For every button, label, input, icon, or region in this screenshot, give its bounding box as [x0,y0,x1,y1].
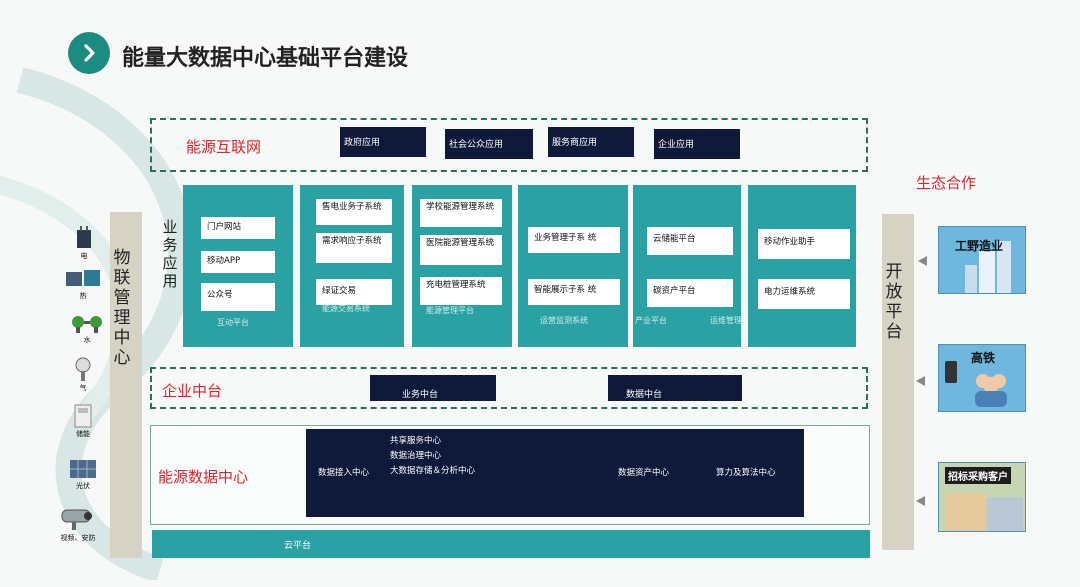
enterprise-middle-box [150,367,868,409]
partner-label: 招标采购客户 [945,467,1011,484]
solar-panel-icon [70,460,96,478]
device-water: 水 [70,314,104,345]
app-item: 智能展示子系 统 [528,279,620,305]
app-item: 碳资产平台 [647,279,733,307]
transformer-icon [77,226,91,248]
app-item: 充电桩管理系统 [420,277,502,305]
arrow-left-icon [916,496,925,506]
internet-app-public: 社会公众应用 [445,129,533,159]
partner-card-industry: 工野造业 [938,226,1026,294]
ecosystem-label: 生态合作 [916,174,977,192]
device-label: 气 [79,384,87,392]
device-label: 电 [80,252,88,260]
app-item: 移动作业助手 [758,229,850,259]
cloud-platform-bar: 云平台 [152,530,870,558]
app-item: 医院能源管理系统 [420,235,502,265]
device-storage: 储能 [74,404,92,439]
water-valve-icon [72,316,102,333]
data-center-panel [306,429,804,517]
data-middle-tag: 数据中台 [608,375,742,401]
app-column-industry: 云储能平台 碳资产平台 产业平台 [633,185,741,347]
chevron-right-icon [68,32,110,74]
energy-data-center-label: 能源数据中心 [158,468,249,486]
device-label: 视频、安防 [60,534,96,542]
app-column-maintenance: 移动作业助手 电力运维系统 运维管理 [710,185,856,347]
device-label: 水 [83,336,91,344]
data-center-item: 数据接入中心 [318,468,370,478]
device-label: 光伏 [76,482,90,490]
energy-internet-box [150,118,868,172]
enterprise-middle-label: 企业中台 [162,382,223,400]
building-icon [965,241,1011,293]
partner-card-railway: 高铁 [938,344,1026,412]
device-electric: 电 [74,226,94,261]
energy-internet-label: 能源互联网 [186,138,262,156]
arrow-left-icon [916,376,925,386]
internet-app-provider: 服务商应用 [548,127,634,157]
security-camera-icon [61,509,92,530]
arrow-left-icon [918,256,927,266]
open-platform-bar [882,214,914,550]
device-gas: 气 [72,356,94,393]
app-item: 云储能平台 [647,227,733,255]
app-column-trading: 售电业务子系统 需求响应子系统 绿证交易 能源交易系统 [300,185,404,347]
data-center-item: 数据治理中心 [390,451,442,461]
iot-management-label: 物联管理中心 [113,248,131,368]
device-heat: 热 [66,268,100,301]
column-footer: 互动平台 [217,318,249,327]
app-item: 业务管理子系 统 [528,227,620,253]
data-center-item: 算力及算法中心 [716,468,776,478]
partner-label: 工野造业 [955,239,1004,253]
people-phone-icon [945,361,1007,407]
data-center-item: 共享服务中心 [390,436,442,446]
business-app-label: 业务应用 [162,218,178,290]
page-title: 能量大数据中心基础平台建设 [122,46,409,71]
column-footer: 运维管理 [710,316,742,325]
column-footer: 能源交易系统 [322,304,370,313]
internet-app-enterprise: 企业应用 [654,129,740,159]
business-middle-tag: 业务中台 [370,375,496,401]
cloud-platform-label: 云平台 [284,541,312,551]
column-footer: 运营监测系统 [540,316,588,325]
app-item: 绿证交易 [316,279,392,305]
gas-meter-icon [75,357,91,381]
app-column-operations: 业务管理子系 统 智能展示子系 统 运营监测系统 [518,185,628,347]
app-item: 售电业务子系统 [316,199,392,225]
app-column-energy-mgmt: 学校能源管理系统 医院能源管理系统 充电桩管理系统 能源管理平台 [412,185,512,347]
device-label: 储能 [76,430,90,438]
app-column-interactive: 门户网站 移动APP 公众号 互动平台 [183,185,293,347]
app-item: 电力运维系统 [758,279,850,309]
app-item: 门户网站 [201,217,275,239]
device-video-security: 视频、安防 [60,506,96,543]
device-solar: 光伏 [70,458,96,491]
column-footer: 能源管理平台 [426,306,474,315]
data-center-item: 大数据存储＆分析中心 [390,466,476,476]
heat-equipment-icon [66,270,100,286]
partner-card-procurement: 招标采购客户 [938,462,1026,532]
data-center-item: 数据资产中心 [618,468,670,478]
open-platform-label: 开放平台 [885,262,903,342]
column-footer: 产业平台 [635,316,667,325]
storage-cabinet-icon [74,404,92,428]
iot-management-bar [110,212,142,558]
app-item: 需求响应子系统 [316,233,392,263]
app-item: 移动APP [201,251,275,273]
hospital-building-icon [945,493,1023,531]
partner-label: 高铁 [971,351,996,365]
internet-app-government: 政府应用 [340,127,426,157]
device-label: 热 [79,292,87,300]
app-item: 公众号 [201,283,275,311]
app-item: 学校能源管理系统 [420,199,502,227]
